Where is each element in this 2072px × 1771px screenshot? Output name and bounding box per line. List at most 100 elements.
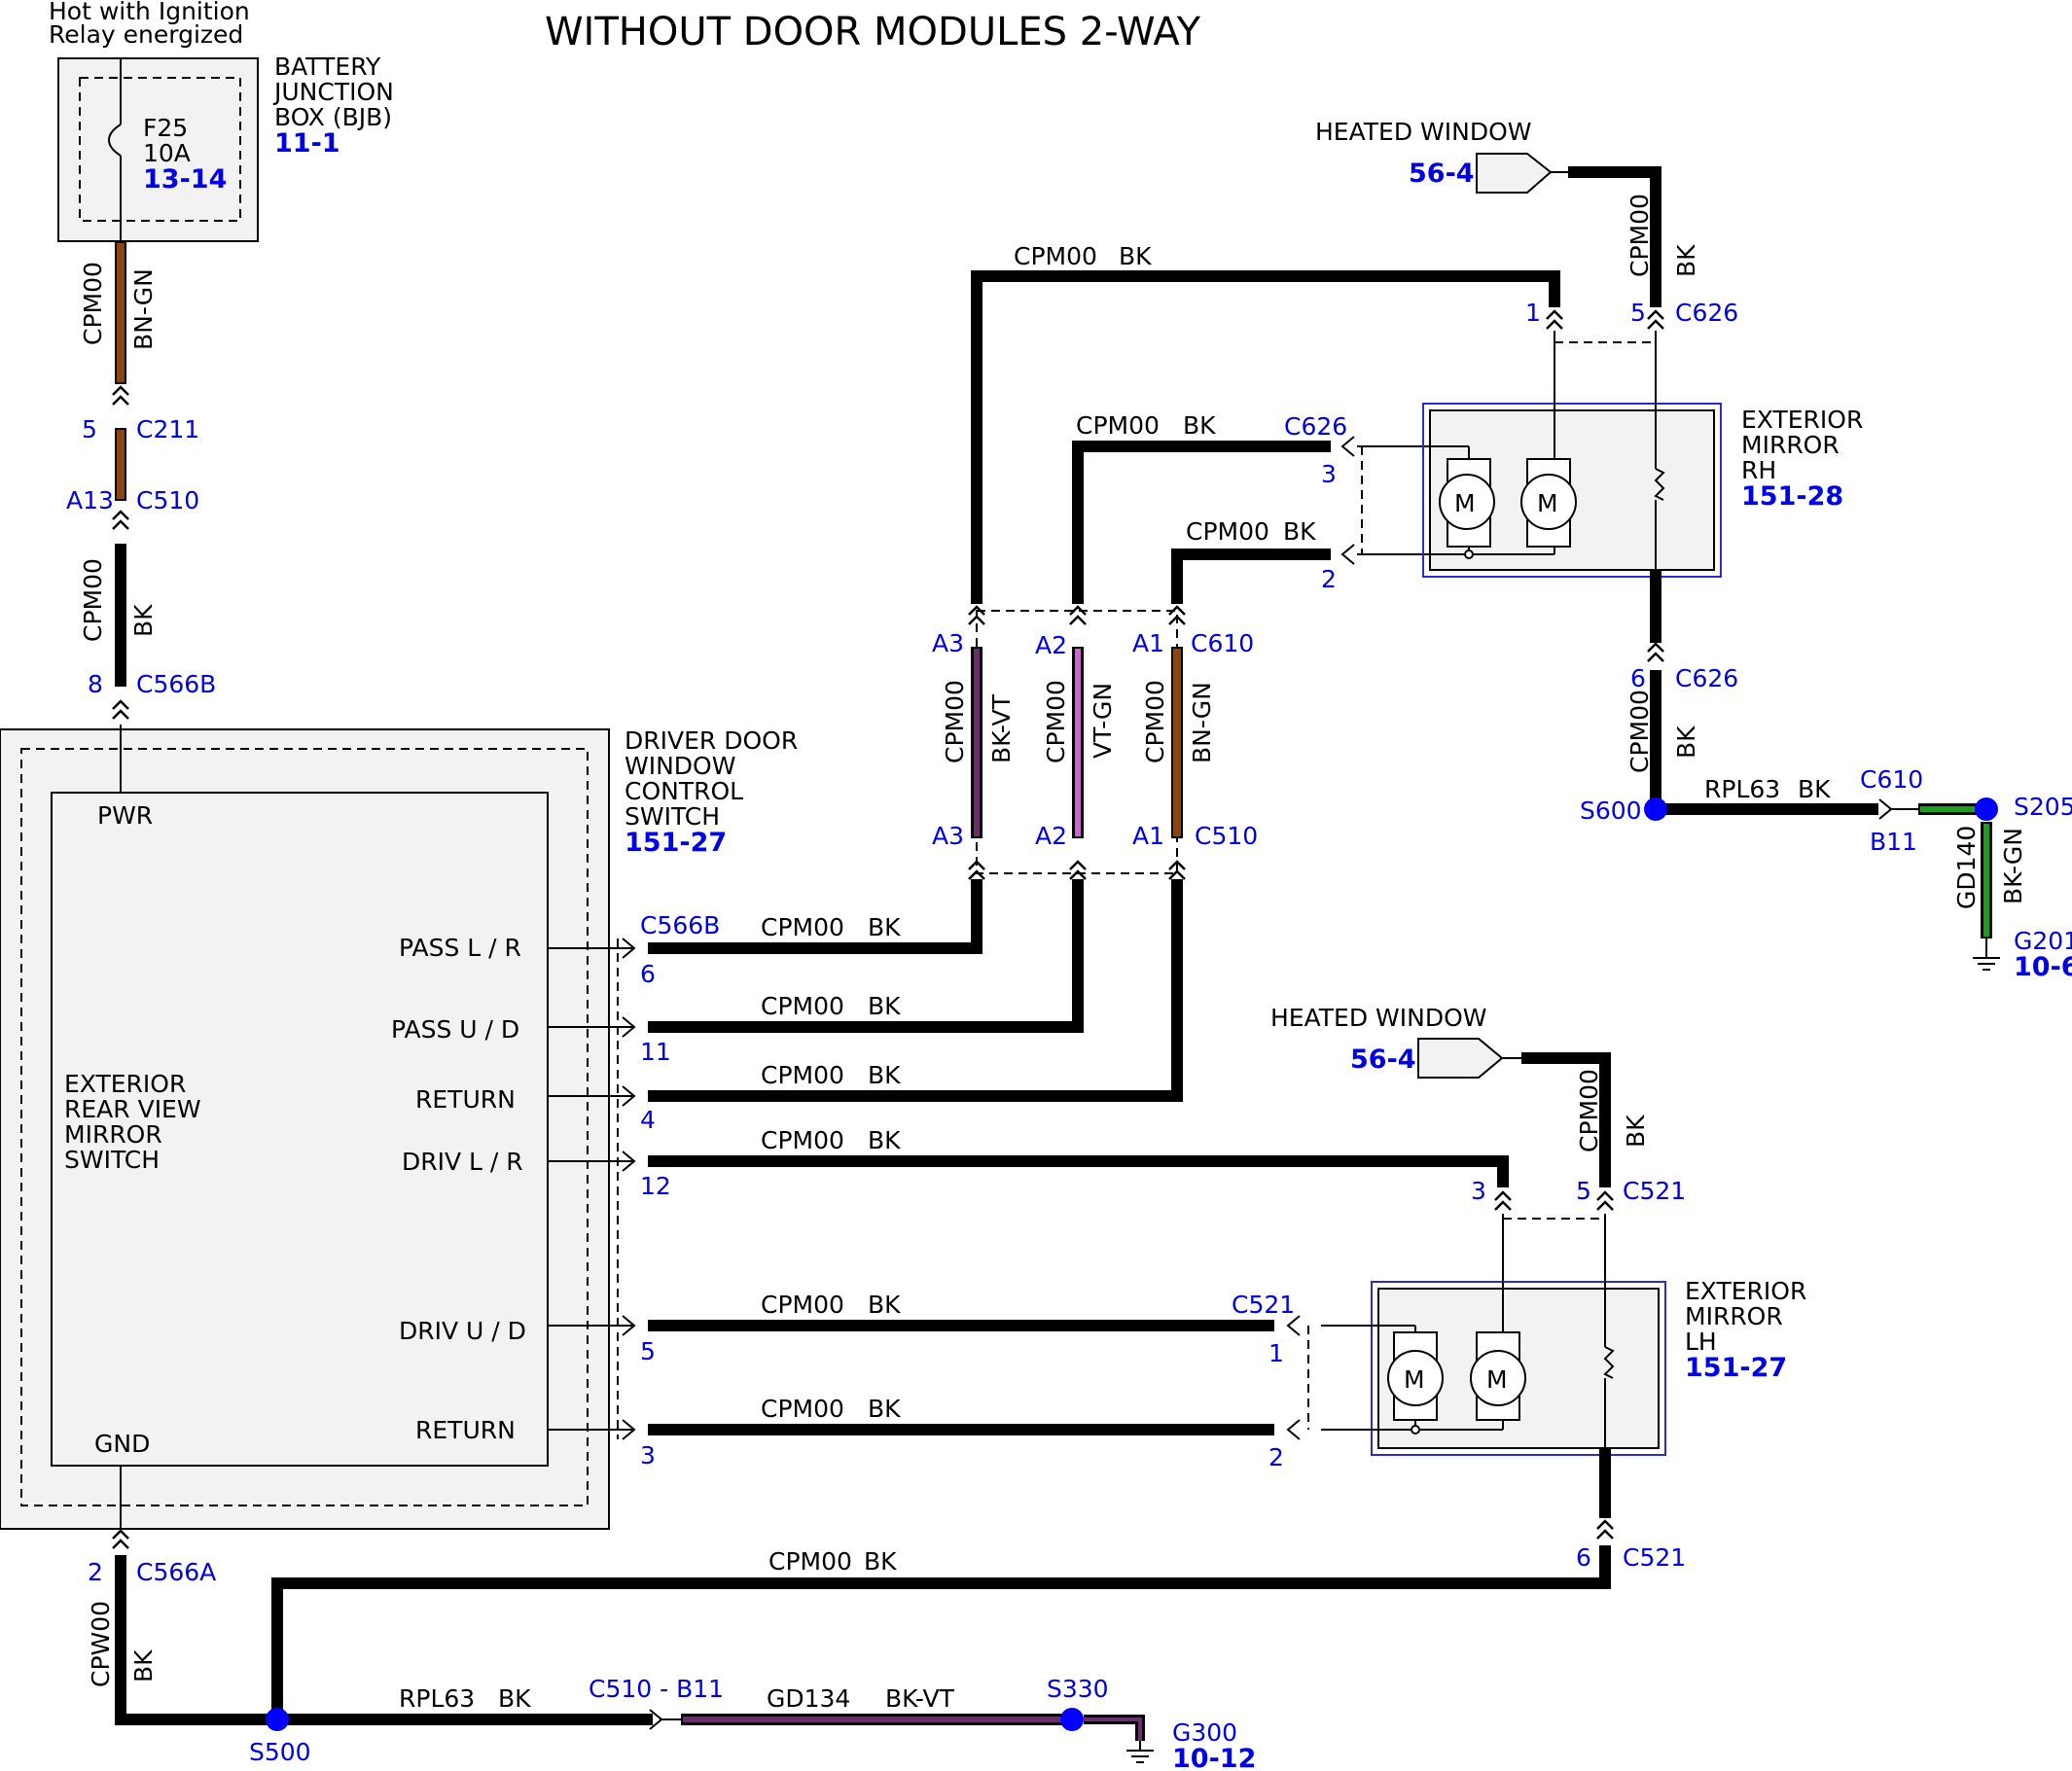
pin-a2: A2 (1035, 631, 1067, 659)
connector-c566a: C566A (136, 1558, 216, 1586)
connector-c626: C626 (1675, 299, 1738, 327)
fuse-name: F25 (143, 114, 188, 142)
wire-lh-ground (271, 1545, 1611, 1725)
motor-icon (1470, 1350, 1526, 1406)
pin-gnd: GND (94, 1430, 150, 1458)
wire-label-cpm00: CPM00 (768, 1547, 852, 1576)
wire-color-bk: BK (129, 1649, 158, 1682)
wire-label-cpm00: CPM00 (79, 262, 107, 345)
wire-label-cpm00: CPM00 (1625, 194, 1654, 277)
switch-label-4: SWITCH (625, 802, 720, 831)
inner-label-2: REAR VIEW (64, 1095, 201, 1123)
pin-12: 12 (640, 1172, 671, 1200)
pin-a1: A1 (1132, 822, 1164, 850)
signal-pass-ud: PASS U / D (391, 1015, 519, 1044)
svg-text:M: M (1404, 1365, 1425, 1394)
pin-5: 5 (82, 415, 97, 443)
svg-text:M: M (1454, 489, 1476, 517)
splice-s205-icon (1975, 797, 1998, 821)
connector-b11: B11 (1870, 828, 1917, 856)
wire-label-cpm00: CPM00 (761, 913, 844, 941)
splice-s330: S330 (1047, 1675, 1109, 1703)
connector-c510-b11: C510 - B11 (589, 1675, 724, 1703)
connector-c610: C610 (1191, 629, 1254, 657)
connector-c610: C610 (1860, 765, 1923, 794)
wire-color-bk-vt: BK-VT (987, 693, 1016, 763)
switch-label-1: DRIVER DOOR (625, 726, 798, 755)
inner-label-1: EXTERIOR (64, 1070, 186, 1098)
switch-label-3: CONTROL (625, 777, 743, 805)
wire-label-cpm00: CPM00 (941, 680, 969, 763)
power-source-label: Hot with Ignition (49, 0, 250, 25)
pin-4: 4 (640, 1106, 656, 1134)
wire-color-bk: BK (1283, 517, 1316, 546)
wire-color-bk-vt: BK-VT (885, 1684, 955, 1713)
pin-8: 8 (88, 670, 103, 698)
connector-c521: C521 (1232, 1291, 1295, 1319)
wire-color-bk-gn: BK-GN (1999, 828, 2027, 904)
wire-label-gd140: GD140 (1952, 826, 1981, 909)
connector-c566b: C566B (136, 670, 216, 698)
signal-driv-lr: DRIV L / R (402, 1148, 523, 1176)
motor-icon (1439, 474, 1495, 530)
connector-c626: C626 (1675, 664, 1738, 692)
wire-label-cpm00: CPM00 (1186, 517, 1269, 546)
wire-color-vt-gn: VT-GN (1089, 683, 1117, 759)
switch-ref: 151-27 (625, 828, 727, 858)
wire-color-bk: BK (868, 992, 901, 1020)
wire-label-cpm00: CPM00 (761, 1395, 844, 1423)
mirror-lh-label-1: EXTERIOR (1685, 1277, 1806, 1305)
pin-5: 5 (1630, 299, 1646, 327)
connector-c521: C521 (1623, 1543, 1686, 1572)
battery-junction-box: F25 10A 13-14 (57, 57, 259, 242)
bjb-ref: 11-1 (274, 128, 340, 159)
svg-text:M: M (1486, 1365, 1508, 1394)
wire-color-bk: BK (129, 604, 158, 637)
wire-label-rpl63: RPL63 (1704, 775, 1780, 803)
exterior-mirror-rh: M M (1422, 403, 1722, 578)
heated-window-label-lh: HEATED WINDOW (1270, 1004, 1486, 1032)
mirror-lh-ref: 151-27 (1685, 1353, 1787, 1383)
ground-g300-icon (1126, 1741, 1154, 1763)
heater-icon (1603, 1346, 1615, 1379)
connector-c510: C510 (136, 486, 199, 514)
wire-label-cpm00: CPM00 (79, 558, 107, 642)
pin-3: 3 (1471, 1177, 1486, 1205)
motor-icon (1387, 1350, 1444, 1406)
mirror-lh-label-3: LH (1685, 1328, 1717, 1356)
pin-2: 2 (88, 1558, 103, 1586)
wire-label-cpm00: CPM00 (761, 1291, 844, 1319)
wire-label-cpm00: CPM00 (1575, 1069, 1603, 1152)
wire-color-bk: BK (1672, 726, 1700, 759)
diagram-title: WITHOUT DOOR MODULES 2-WAY (545, 10, 1201, 54)
inner-label-3: MIRROR (64, 1120, 162, 1149)
signal-return-2: RETURN (415, 1416, 516, 1444)
pin-3: 3 (1321, 460, 1337, 488)
wire-label-rpl63: RPL63 (399, 1684, 475, 1713)
pin-a3: A3 (932, 822, 964, 850)
wire-label-cpm00: CPM00 (1042, 680, 1070, 763)
pin-6: 6 (1630, 664, 1646, 692)
mirror-rh-label-2: MIRROR (1741, 431, 1840, 459)
wire-to-rh-pin1 (971, 270, 1560, 604)
splice-s330-icon (1060, 1708, 1084, 1731)
wire-heated-window-lh (1521, 1052, 1611, 1187)
connector-c211-icon (111, 385, 130, 407)
wire-color-bk: BK (1798, 775, 1831, 803)
wire-label-cpm00: CPM00 (761, 992, 844, 1020)
pin-11: 11 (640, 1038, 671, 1066)
splice-s600-icon (1644, 797, 1667, 821)
connector-c211: C211 (136, 415, 199, 443)
inner-label-4: SWITCH (64, 1146, 160, 1174)
svg-text:M: M (1537, 489, 1558, 517)
wire-label-gd134: GD134 (767, 1684, 850, 1713)
mirror-rh-label-3: RH (1741, 456, 1776, 484)
heated-window-ref: 56-4 (1409, 159, 1475, 189)
wire-color-bk: BK (868, 913, 901, 941)
connector-c626: C626 (1284, 412, 1347, 441)
mirror-rh-label-1: EXTERIOR (1741, 406, 1863, 434)
pin-2: 2 (1321, 565, 1337, 593)
wire-label-cpm00: CPM00 (1141, 680, 1169, 763)
wire-color-bk: BK (868, 1291, 901, 1319)
